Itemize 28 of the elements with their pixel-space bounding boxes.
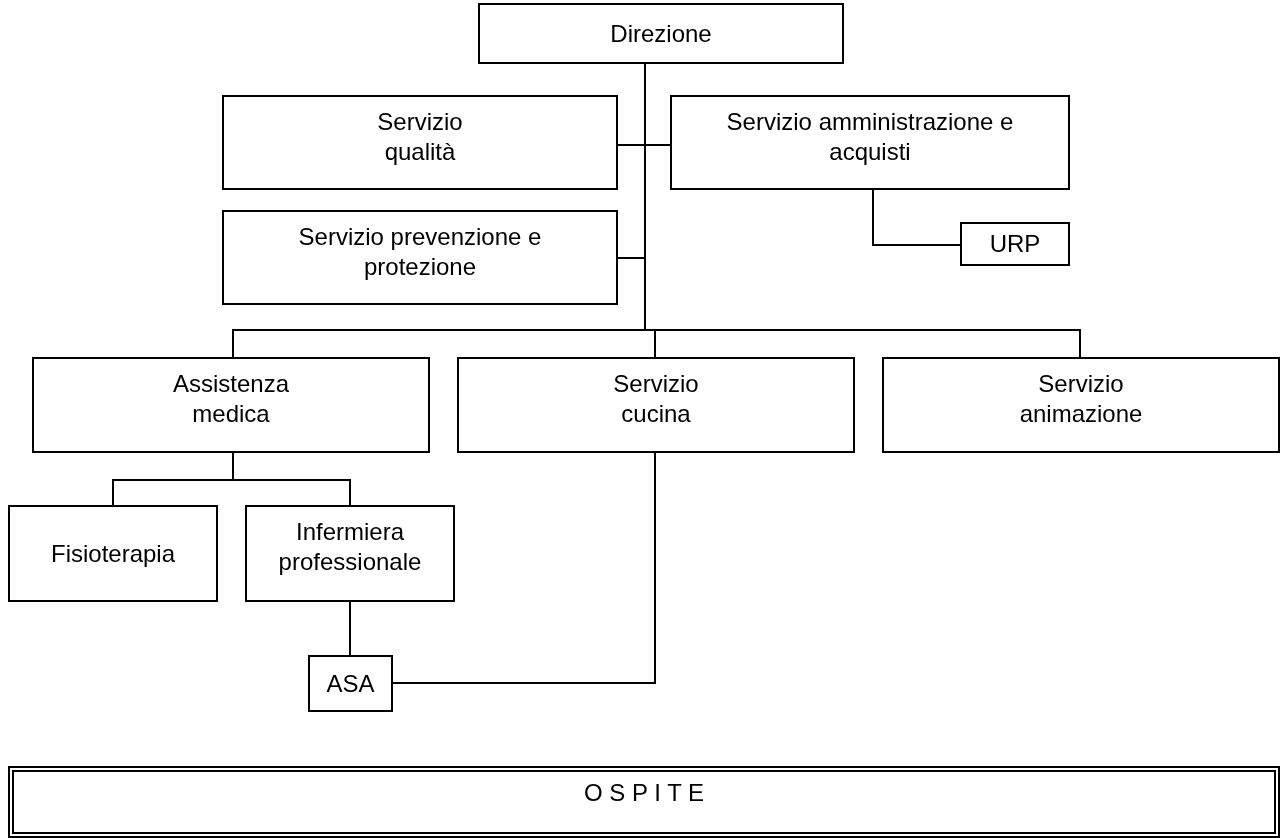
connector-line bbox=[392, 452, 656, 684]
banner-box bbox=[8, 766, 1280, 838]
unit-label: URP bbox=[989, 229, 1041, 259]
unit-label: Servizio qualità bbox=[376, 107, 464, 167]
connector-line bbox=[232, 452, 351, 506]
unit-label: Servizio prevenzione e protezione bbox=[297, 222, 543, 282]
org-unit-box bbox=[457, 357, 855, 453]
connector-line bbox=[872, 189, 961, 246]
unit-label: Assistenza medica bbox=[171, 369, 291, 429]
org-unit-box bbox=[308, 655, 393, 712]
unit-label: Direzione bbox=[610, 18, 712, 49]
org-unit-box bbox=[8, 505, 218, 602]
org-unit-box bbox=[222, 210, 618, 305]
org-unit-box bbox=[882, 357, 1280, 453]
org-unit-box bbox=[960, 222, 1070, 266]
org-unit-box bbox=[222, 95, 618, 190]
org-unit-box bbox=[245, 505, 455, 602]
org-unit-box bbox=[478, 3, 844, 64]
unit-label: O S P I T E bbox=[583, 778, 705, 808]
connector-line bbox=[349, 601, 351, 656]
unit-label: ASA bbox=[326, 668, 375, 699]
unit-label: Fisioterapia bbox=[50, 538, 176, 569]
unit-label: Servizio amministrazione e acquisti bbox=[725, 107, 1015, 167]
unit-label: Servizio animazione bbox=[1018, 369, 1144, 429]
unit-label: Servizio cucina bbox=[612, 369, 700, 429]
org-unit-box bbox=[32, 357, 430, 453]
org-unit-box bbox=[670, 95, 1070, 190]
unit-label: Infermiera professionale bbox=[277, 517, 423, 577]
